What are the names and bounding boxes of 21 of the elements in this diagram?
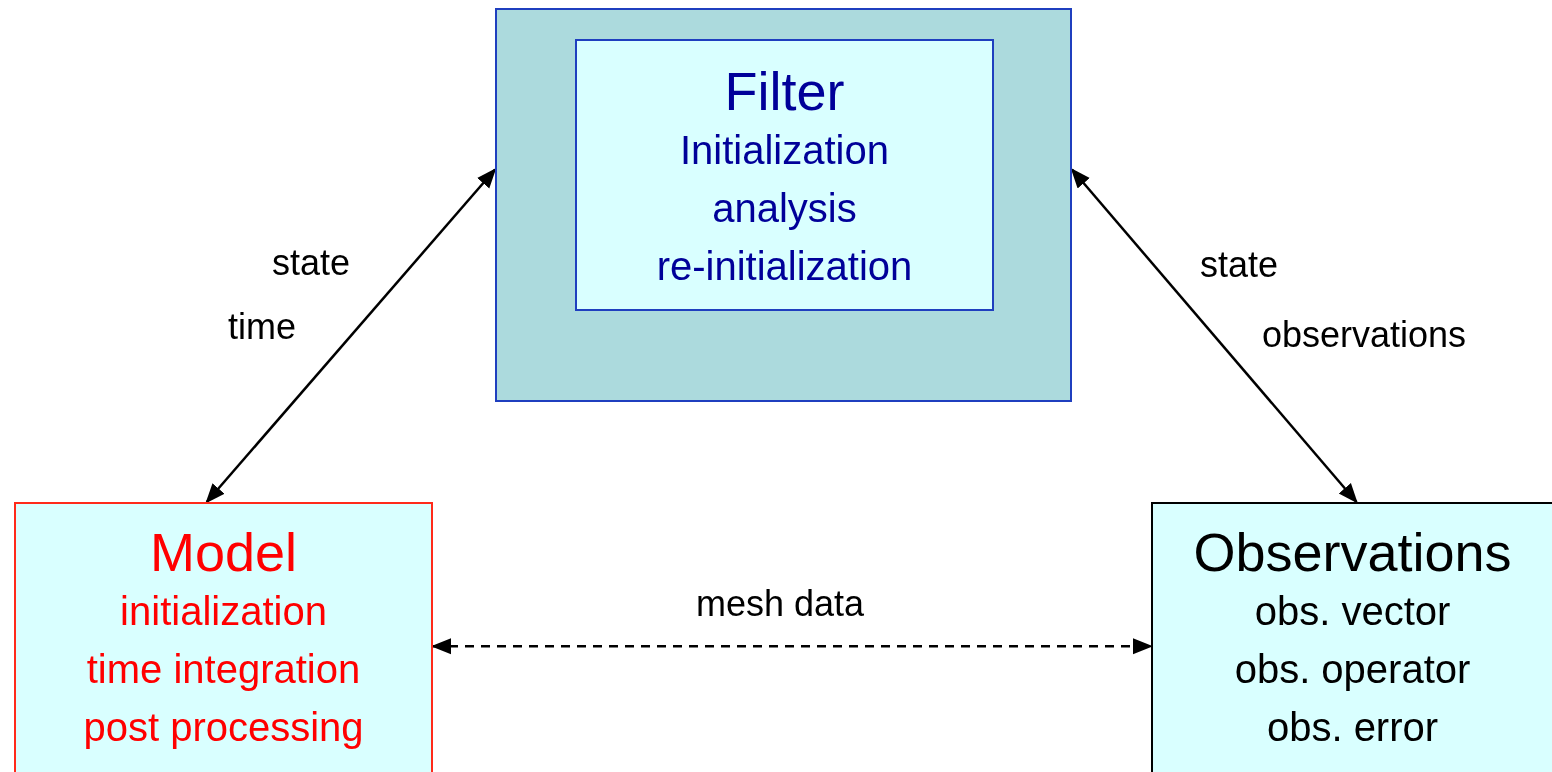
arrow [205,168,497,504]
filter-box [575,39,994,311]
flow-label: state [272,243,351,283]
box-item: obs. vector [1254,588,1451,635]
box-title: Model [149,522,298,582]
box-title: Observations [1193,522,1512,582]
box-item: time integration [86,646,361,693]
flow-label: state [1200,245,1279,285]
box-item: initialization [120,588,327,635]
flow-label: time [228,307,296,347]
box-item: re-initialization [656,243,913,290]
component-box [1151,502,1552,772]
box-title: Filter [724,61,845,121]
component-box [14,502,433,772]
box-item: Initialization [680,127,889,174]
box-item: post processing [83,704,364,751]
flow-label: observations [1262,315,1467,355]
box-item: obs. error [1266,704,1439,751]
box-item: analysis [712,185,857,232]
core-panel [495,8,1072,402]
box-item: obs. operator [1234,646,1471,693]
